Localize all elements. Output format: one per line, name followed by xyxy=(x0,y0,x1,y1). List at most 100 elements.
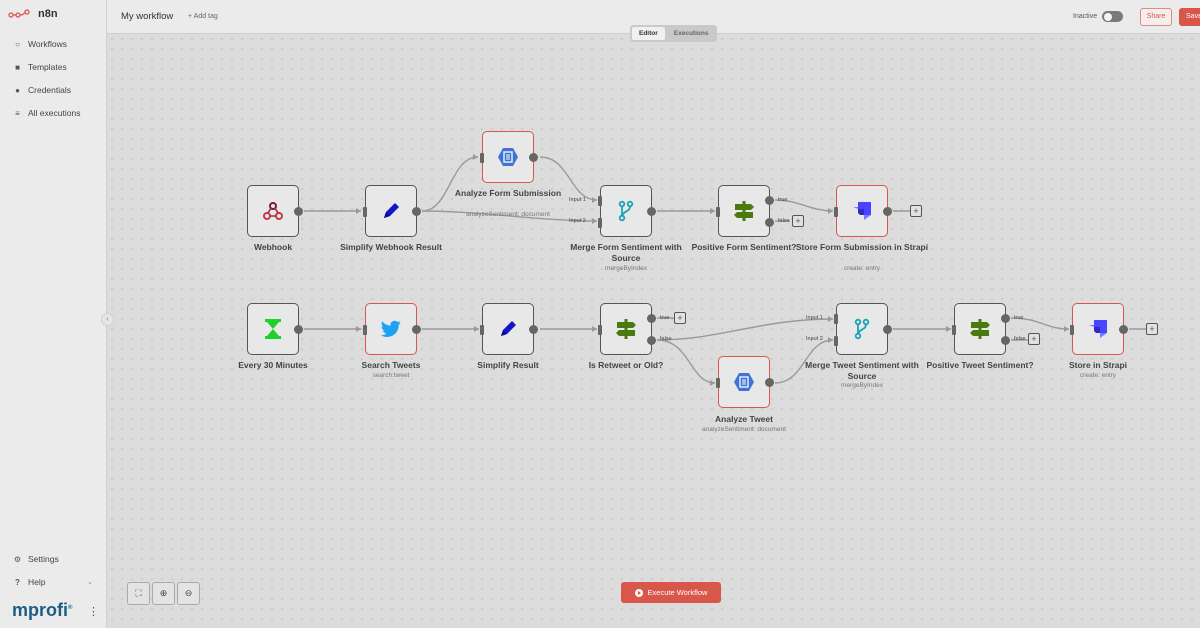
output-port-true[interactable] xyxy=(765,196,774,205)
sidebar-item-label: Credentials xyxy=(28,85,71,95)
add-tag-button[interactable]: + Add tag xyxy=(188,13,218,20)
zoom-out-icon: ⊖ xyxy=(184,588,193,598)
google-nl-icon xyxy=(719,357,769,407)
output-port-false[interactable] xyxy=(1001,336,1010,345)
webhook-icon xyxy=(248,186,298,236)
output-port[interactable] xyxy=(529,325,538,334)
sidebar-item-credentials[interactable]: ● Credentials xyxy=(13,85,71,95)
output-port[interactable] xyxy=(765,378,774,387)
save-button[interactable]: Save xyxy=(1179,8,1200,26)
output-port-false[interactable] xyxy=(765,218,774,227)
input-port[interactable] xyxy=(598,325,602,335)
output-port-true[interactable] xyxy=(647,314,656,323)
node-analyze-tweet[interactable] xyxy=(716,356,774,408)
input-port-1[interactable] xyxy=(598,196,602,206)
add-node-button[interactable]: + xyxy=(1146,323,1158,335)
node-simplify-webhook-result[interactable] xyxy=(363,185,421,237)
sidebar-item-help[interactable]: ? Help ⌄ xyxy=(13,577,93,587)
output-port[interactable] xyxy=(883,325,892,334)
node-label: Search Tweets xyxy=(361,360,421,370)
sidebar-item-templates[interactable]: ■ Templates xyxy=(13,62,67,72)
zoom-in-icon: ⊕ xyxy=(159,588,168,598)
output-port[interactable] xyxy=(1119,325,1128,334)
add-node-button[interactable]: + xyxy=(792,215,804,227)
merge-icon xyxy=(837,304,887,354)
signpost-icon xyxy=(955,304,1005,354)
node-store-form-submission[interactable] xyxy=(834,185,892,237)
input-port-2[interactable] xyxy=(598,218,602,228)
node-merge-tweet-sentiment[interactable] xyxy=(834,303,892,355)
zoom-in-button[interactable]: ⊕ xyxy=(152,582,175,605)
port-label-false: false xyxy=(778,218,790,224)
status-label: Inactive xyxy=(1073,13,1098,20)
node-label: Store in Strapi xyxy=(1068,360,1128,370)
sidebar-item-label: Workflows xyxy=(28,39,68,49)
port-label-input-2: Input 2 xyxy=(806,336,823,342)
sidebar-item-all-executions[interactable]: ≡ All executions xyxy=(13,108,80,118)
output-port[interactable] xyxy=(529,153,538,162)
add-node-button[interactable]: + xyxy=(1028,333,1040,345)
input-port-1[interactable] xyxy=(834,314,838,324)
tab-editor[interactable]: Editor xyxy=(632,27,665,40)
add-node-button[interactable]: + xyxy=(910,205,922,217)
sidebar-item-workflows[interactable]: ○ Workflows xyxy=(13,39,67,49)
play-icon xyxy=(634,588,643,597)
twitter-icon xyxy=(366,304,416,354)
signpost-icon xyxy=(719,186,769,236)
output-port[interactable] xyxy=(294,207,303,216)
input-port[interactable] xyxy=(952,325,956,335)
node-every-30-minutes[interactable] xyxy=(247,303,303,355)
output-port[interactable] xyxy=(294,325,303,334)
node-is-retweet-or-old[interactable] xyxy=(598,303,656,355)
sidebar-item-label: Settings xyxy=(28,554,59,564)
output-port[interactable] xyxy=(412,207,421,216)
port-label-true: true xyxy=(660,315,670,321)
node-label: Webhook xyxy=(253,242,293,252)
network-icon: ○ xyxy=(15,39,20,49)
node-positive-form-sentiment[interactable] xyxy=(716,185,774,237)
node-webhook[interactable] xyxy=(247,185,303,237)
output-port[interactable] xyxy=(883,207,892,216)
node-merge-form-sentiment[interactable] xyxy=(598,185,656,237)
strapi-icon xyxy=(837,186,887,236)
output-port[interactable] xyxy=(412,325,421,334)
input-port[interactable] xyxy=(363,325,367,335)
execute-workflow-button[interactable]: Execute Workflow xyxy=(621,582,721,603)
node-subtitle: mergeByIndex xyxy=(841,382,883,389)
kebab-menu-icon[interactable]: ⋮ xyxy=(88,606,99,618)
add-node-button[interactable]: + xyxy=(674,312,686,324)
output-port[interactable] xyxy=(647,207,656,216)
input-port[interactable] xyxy=(716,207,720,217)
output-port-false[interactable] xyxy=(647,336,656,345)
node-positive-tweet-sentiment[interactable] xyxy=(952,303,1010,355)
view-tabs: Editor Executions xyxy=(630,25,718,42)
gear-icon: ⚙ xyxy=(13,554,22,564)
node-store-in-strapi[interactable] xyxy=(1070,303,1128,355)
sidebar-item-settings[interactable]: ⚙ Settings xyxy=(13,554,59,564)
tab-executions[interactable]: Executions xyxy=(673,30,709,37)
output-port-true[interactable] xyxy=(1001,314,1010,323)
node-subtitle: create: entry xyxy=(1079,372,1117,379)
port-label-input-1: Input 1 xyxy=(569,197,586,203)
input-port-2[interactable] xyxy=(834,336,838,346)
input-port[interactable] xyxy=(480,153,484,163)
node-simplify-result[interactable] xyxy=(480,303,538,355)
zoom-out-button[interactable]: ⊖ xyxy=(177,582,200,605)
node-search-tweets[interactable] xyxy=(363,303,421,355)
n8n-logo[interactable]: n8n xyxy=(8,8,58,20)
input-port[interactable] xyxy=(363,207,367,217)
input-port[interactable] xyxy=(716,378,720,388)
node-analyze-form-submission[interactable] xyxy=(480,131,538,183)
box-icon: ■ xyxy=(15,62,20,72)
node-subtitle: search:tweet xyxy=(372,372,410,379)
workflow-name[interactable]: My workflow xyxy=(121,11,174,22)
share-button[interactable]: Share xyxy=(1140,8,1172,26)
collapse-sidebar-button[interactable]: ‹ xyxy=(101,313,114,326)
input-port[interactable] xyxy=(480,325,484,335)
node-subtitle: mergeByIndex xyxy=(605,265,647,272)
input-port[interactable] xyxy=(834,207,838,217)
fit-view-button[interactable]: ⛶ xyxy=(127,582,150,605)
active-toggle[interactable] xyxy=(1102,11,1123,22)
node-label: Every 30 Minutes xyxy=(238,360,308,370)
input-port[interactable] xyxy=(1070,325,1074,335)
